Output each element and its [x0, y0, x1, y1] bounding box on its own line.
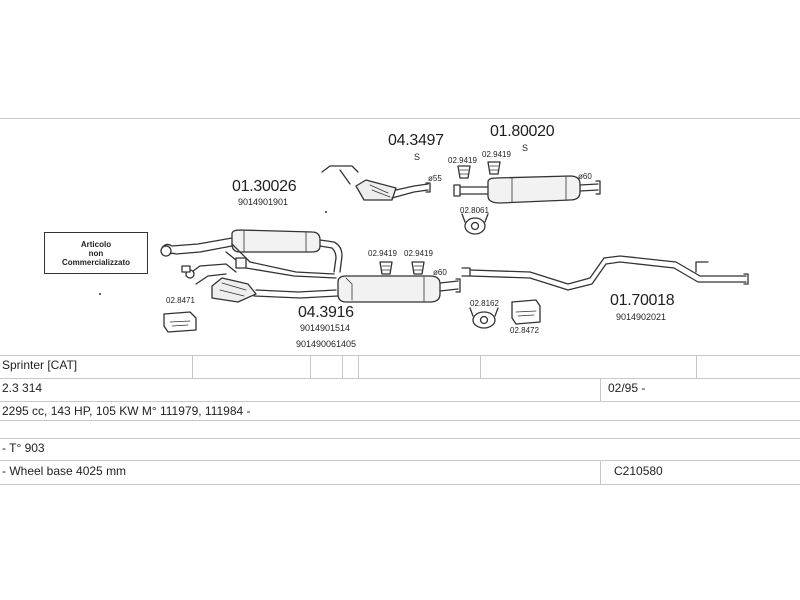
- table-row-date: 02/95 -: [608, 381, 646, 395]
- oem-number-label: 9014901514: [300, 323, 351, 333]
- table-grid-line: [0, 401, 800, 402]
- part-number-label[interactable]: 01.80020: [490, 123, 555, 140]
- table-row-specs: 2295 cc, 143 HP, 105 KW M° 111979, 11198…: [2, 404, 251, 418]
- ref-mark: [325, 211, 327, 213]
- part-number-label[interactable]: 01.70018: [610, 292, 675, 309]
- table-grid-line: [0, 355, 800, 356]
- oem-number-label: 9014901901: [238, 197, 289, 207]
- table-grid-line: [0, 484, 800, 485]
- diameter-label: ø55: [428, 174, 442, 183]
- diameter-label: ø60: [578, 172, 592, 181]
- part-number-label[interactable]: 04.3916: [298, 304, 354, 321]
- table-grid-line: [600, 460, 601, 484]
- table-grid-line: [696, 355, 697, 378]
- hanger-label[interactable]: 02.8162: [470, 299, 499, 308]
- clamp-label[interactable]: 02.9419: [368, 249, 397, 258]
- table-row-type: - T° 903: [2, 441, 45, 455]
- ref-mark: [99, 293, 101, 295]
- note-line-2: non: [88, 248, 104, 258]
- table-grid-line: [0, 378, 800, 379]
- kit-label[interactable]: 02.8472: [510, 326, 539, 335]
- table-grid-line: [0, 438, 800, 439]
- clamp-label[interactable]: 02.9419: [404, 249, 433, 258]
- diameter-label: ø60: [433, 268, 447, 277]
- table-grid-line: [480, 355, 481, 378]
- middle-silencer-01-80020: [453, 175, 601, 204]
- table-row-model: Sprinter [CAT]: [2, 358, 78, 372]
- table-row-code: C210580: [614, 464, 663, 478]
- mounting-kits: [163, 299, 541, 333]
- oem-number-label: S: [414, 152, 421, 162]
- silencer-04-3916: [337, 275, 461, 303]
- oem-number-label: 9014902021: [616, 312, 667, 322]
- table-grid-line: [192, 355, 193, 378]
- table-grid-line: [342, 355, 343, 378]
- hanger-label[interactable]: 02.8061: [460, 206, 489, 215]
- kit-label[interactable]: 02.8471: [166, 296, 195, 305]
- clamp-glyphs: [181, 161, 501, 275]
- oem-number-label: S: [522, 143, 529, 153]
- tailpipe-01-70018: [461, 255, 749, 291]
- part-number-label[interactable]: 01.30026: [232, 178, 297, 195]
- not-marketed-note: Articolo non Commercializzato: [44, 232, 148, 274]
- note-line-3: Commercializzato: [61, 257, 131, 267]
- table-grid-line: [0, 420, 800, 421]
- rubber-hangers: [461, 213, 499, 329]
- note-line-1: Articolo: [80, 239, 112, 249]
- table-grid-line: [310, 355, 311, 378]
- table-grid-line: [358, 355, 359, 378]
- table-grid-line: [600, 378, 601, 401]
- oem-number-label: 901490061405: [296, 339, 357, 349]
- part-number-label[interactable]: 04.3497: [388, 132, 444, 149]
- table-row-engine: 2.3 314: [2, 381, 43, 395]
- top-divider: [0, 118, 800, 119]
- clamp-label[interactable]: 02.9419: [448, 156, 477, 165]
- front-pipe-04-3497: [321, 165, 431, 201]
- table-grid-line: [0, 460, 800, 461]
- catalyst-front: [185, 263, 339, 303]
- table-row-wheelbase: - Wheel base 4025 mm: [2, 464, 127, 478]
- clamp-label[interactable]: 02.9419: [482, 150, 511, 159]
- exhaust-drawing: [99, 161, 749, 333]
